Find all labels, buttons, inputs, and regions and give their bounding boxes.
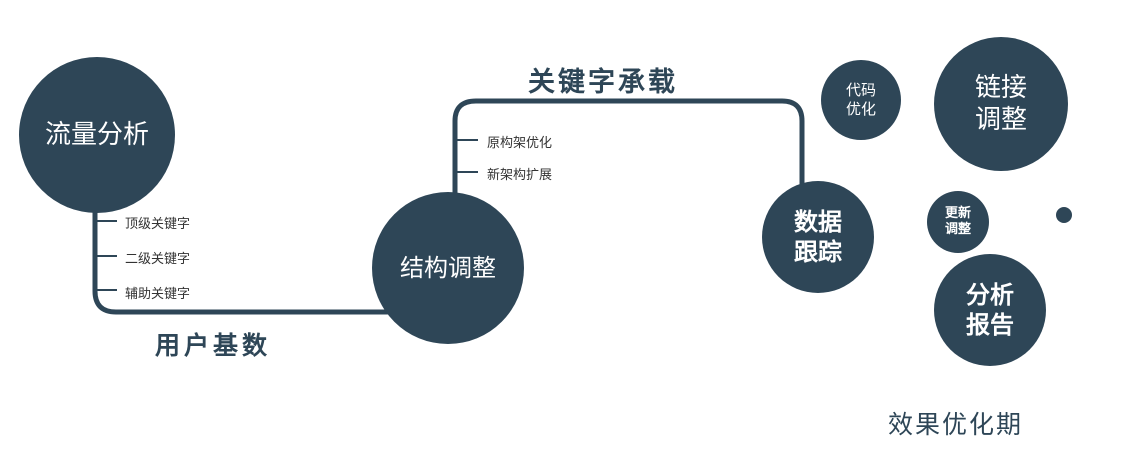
node-link-adjustment-line1: 链接 [974,72,1027,103]
node-code-optimization-line1: 代码 [845,81,876,100]
tick-label-new-architecture: 新架构扩展 [487,168,553,183]
edge-label-effect-optimization-period: 效果优化期 [888,410,1024,439]
edge-label-user-base: 用户基数 [155,331,272,360]
node-update-adjustment-line2: 调整 [944,222,971,237]
tick-label-original-architecture: 原构架优化 [487,136,553,151]
node-update-adjustment-line1: 更新 [944,205,971,221]
node-traffic-analysis-label: 流量分析 [44,119,149,150]
edge-label-keyword-bearing: 关键字承载 [528,67,678,98]
node-code-optimization: 代码 优化 [821,60,901,140]
tick-label-second-keyword: 二级关键字 [125,252,191,267]
node-link-adjustment: 链接 调整 [934,37,1068,171]
tick-label-top-keyword: 顶级关键字 [125,217,191,232]
node-data-tracking-line2: 跟踪 [794,238,842,266]
node-data-tracking-line1: 数据 [794,208,842,236]
bullet-dot [1056,207,1072,223]
tick-label-aux-keyword: 辅助关键字 [125,287,191,302]
node-link-adjustment-line2: 调整 [974,105,1027,135]
connector-keyword-bearing [452,98,805,200]
node-code-optimization-line2: 优化 [845,100,876,118]
connector-user-base [92,200,400,315]
node-analysis-report: 分析 报告 [934,254,1046,366]
node-analysis-report-line2: 报告 [966,311,1014,339]
node-analysis-report-line1: 分析 [966,281,1014,309]
node-update-adjustment: 更新 调整 [927,191,989,253]
node-traffic-analysis: 流量分析 [19,57,175,213]
node-structure-adjustment: 结构调整 [372,192,524,344]
node-structure-adjustment-label: 结构调整 [400,254,496,282]
node-data-tracking: 数据 跟踪 [762,181,874,293]
